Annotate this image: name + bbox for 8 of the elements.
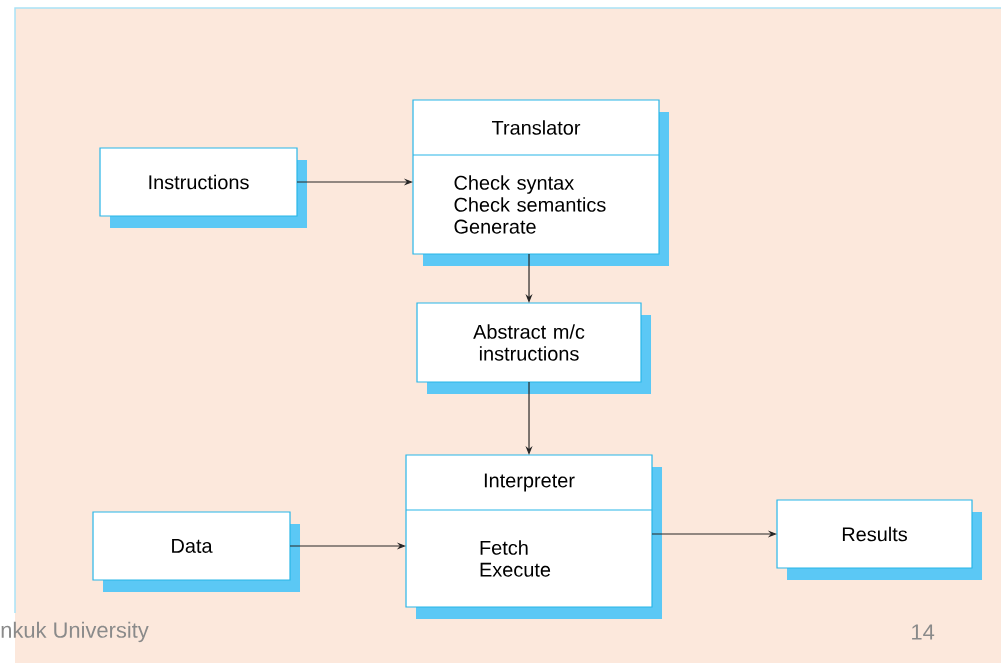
page-number: 14: [912, 624, 935, 640]
process-box: Results: [776, 499, 982, 580]
titled-box: Translator Check syntax Check semantics Generate: [412, 99, 669, 266]
titled-box: Interpreter Fetch Execute: [405, 454, 662, 619]
process-box: Abstract m/c instructions: [416, 302, 651, 394]
footer-text: nkuk University: [1, 621, 149, 643]
process-box: Instructions: [99, 147, 307, 228]
process-box: Data: [92, 511, 300, 592]
